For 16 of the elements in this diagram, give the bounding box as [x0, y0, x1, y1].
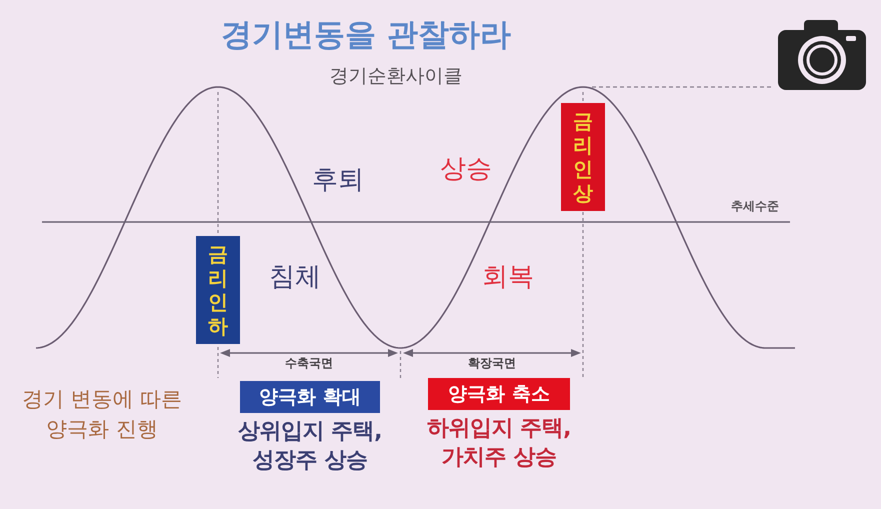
- dimension-label: 수축국면: [285, 357, 333, 371]
- dimension-label: 확장국면: [468, 357, 516, 371]
- banner-label: 양극화 축소: [428, 378, 570, 410]
- phase-label: 상승: [440, 156, 492, 182]
- banner-label: 양극화 확대: [240, 381, 380, 413]
- phase-label: 후퇴: [312, 167, 364, 193]
- vertical-banner: 금리인상: [561, 103, 605, 211]
- trend-label: 추세수준: [731, 200, 779, 214]
- note-text: 경기 변동에 따른 양극화 진행: [20, 386, 184, 444]
- caption-text: 하위입지 주택, 가치주 상승: [426, 415, 572, 472]
- caption-text: 상위입지 주택, 성장주 상승: [236, 418, 384, 475]
- phase-label: 회복: [482, 264, 534, 290]
- subtitle: 경기순환사이클: [330, 66, 462, 88]
- phase-label: 침체: [269, 264, 321, 290]
- title: 경기변동을 관찰하라: [221, 18, 511, 54]
- vertical-banner: 금리인하: [196, 236, 240, 344]
